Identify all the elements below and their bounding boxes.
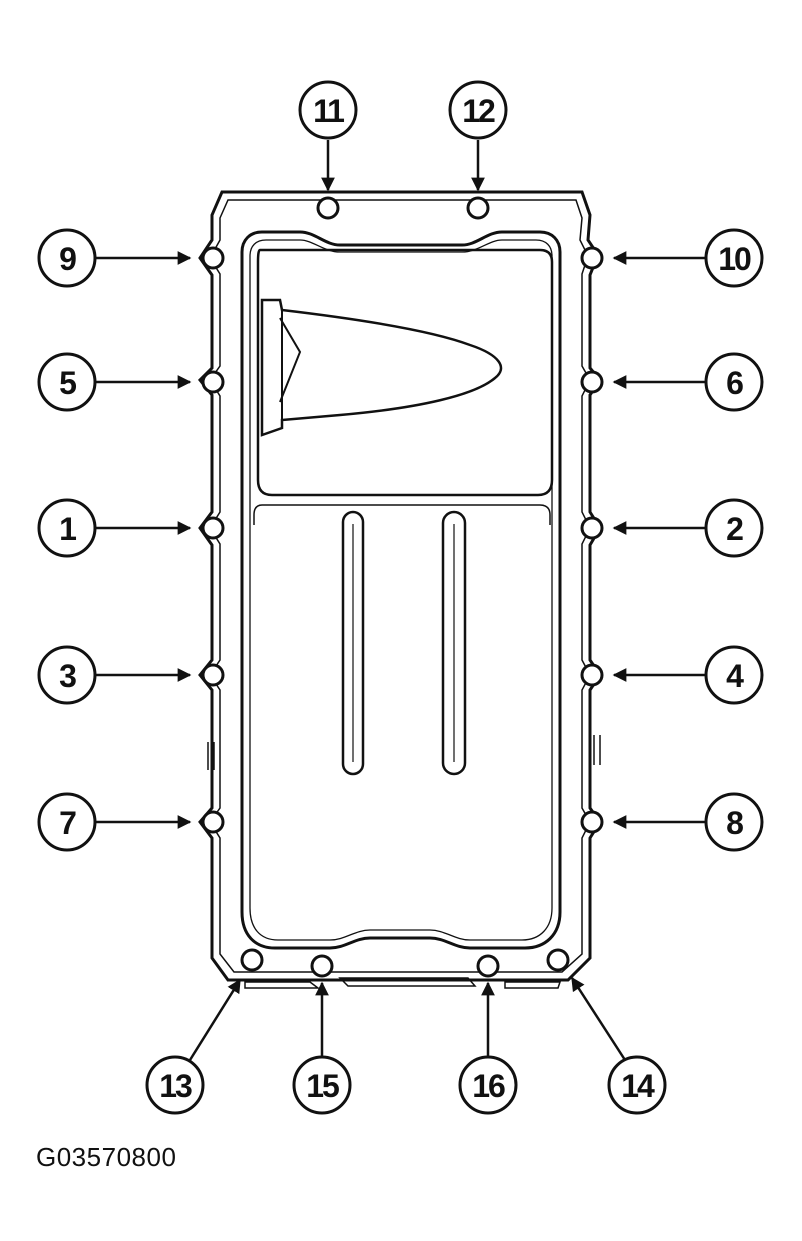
callout-label-10: 10	[718, 241, 751, 277]
callout-label-7: 7	[59, 805, 76, 841]
callout-label-14: 14	[621, 1068, 655, 1104]
bolt-hole-9	[201, 246, 225, 270]
callout-circle-5	[37, 352, 97, 412]
bolt-hole-11	[316, 196, 340, 220]
callout-label-13: 13	[159, 1068, 192, 1104]
callout-label-16: 16	[472, 1068, 505, 1104]
callout-label-9: 9	[59, 241, 76, 277]
bolt-hole-6	[580, 370, 604, 394]
bolt-hole-15	[310, 954, 334, 978]
gasket-side-rib-left	[207, 742, 215, 770]
callout-circle-4	[704, 645, 764, 705]
callout-label-11: 11	[313, 93, 344, 129]
baffle-lower-rib	[253, 504, 551, 525]
oil-pickup-inner-cone	[279, 310, 302, 420]
callout-circle-9	[37, 228, 97, 288]
figure-id: G03570800	[36, 1142, 177, 1172]
callout-label-3: 3	[59, 658, 76, 694]
callout-circle-1	[37, 498, 97, 558]
bolt-hole-16	[476, 954, 500, 978]
callout-circle-6	[704, 352, 764, 412]
bolt-hole-5	[201, 370, 225, 394]
bolt-hole-13	[240, 948, 264, 972]
bolt-hole-3	[201, 663, 225, 687]
callout-label-1: 1	[59, 511, 76, 547]
bolt-hole-7	[201, 810, 225, 834]
callout-circle-10	[704, 228, 764, 288]
callout-label-6: 6	[726, 365, 743, 401]
callout-label-2: 2	[726, 511, 743, 547]
gasket-outer-edge	[197, 190, 602, 982]
gasket-side-rib-right	[593, 735, 601, 765]
callout-circle-11	[298, 80, 358, 140]
gasket-outer-edge-inner-line	[209, 199, 591, 973]
callout-label-12: 12	[462, 93, 495, 129]
callout-label-15: 15	[306, 1068, 339, 1104]
callout-label-5: 5	[59, 365, 76, 401]
callout-label-4: 4	[726, 658, 744, 694]
callout-circle-2	[704, 498, 764, 558]
upper-baffle	[256, 248, 554, 497]
bolt-hole-12	[466, 196, 490, 220]
bolt-hole-1	[201, 516, 225, 540]
callout-circle-13	[145, 1055, 205, 1115]
bolt-hole-2	[580, 516, 604, 540]
callout-circle-14	[607, 1055, 667, 1115]
callout-circle-16	[458, 1055, 518, 1115]
bolt-hole-14	[546, 948, 570, 972]
windage-rib-right	[441, 510, 467, 776]
callout-label-8: 8	[726, 805, 743, 841]
callout-circle-15	[292, 1055, 352, 1115]
callout-circle-8	[704, 792, 764, 852]
bolt-hole-4	[580, 663, 604, 687]
arrow-14	[570, 976, 627, 1061]
callout-circle-7	[37, 792, 97, 852]
bolt-hole-8	[580, 810, 604, 834]
bolt-hole-10	[580, 246, 604, 270]
arrow-13	[188, 978, 242, 1061]
windage-rib-left	[341, 510, 365, 776]
sump-inner-wall	[240, 230, 562, 950]
callout-circle-3	[37, 645, 97, 705]
callout-circle-12	[448, 80, 508, 140]
oil-pickup-screen	[260, 298, 503, 437]
